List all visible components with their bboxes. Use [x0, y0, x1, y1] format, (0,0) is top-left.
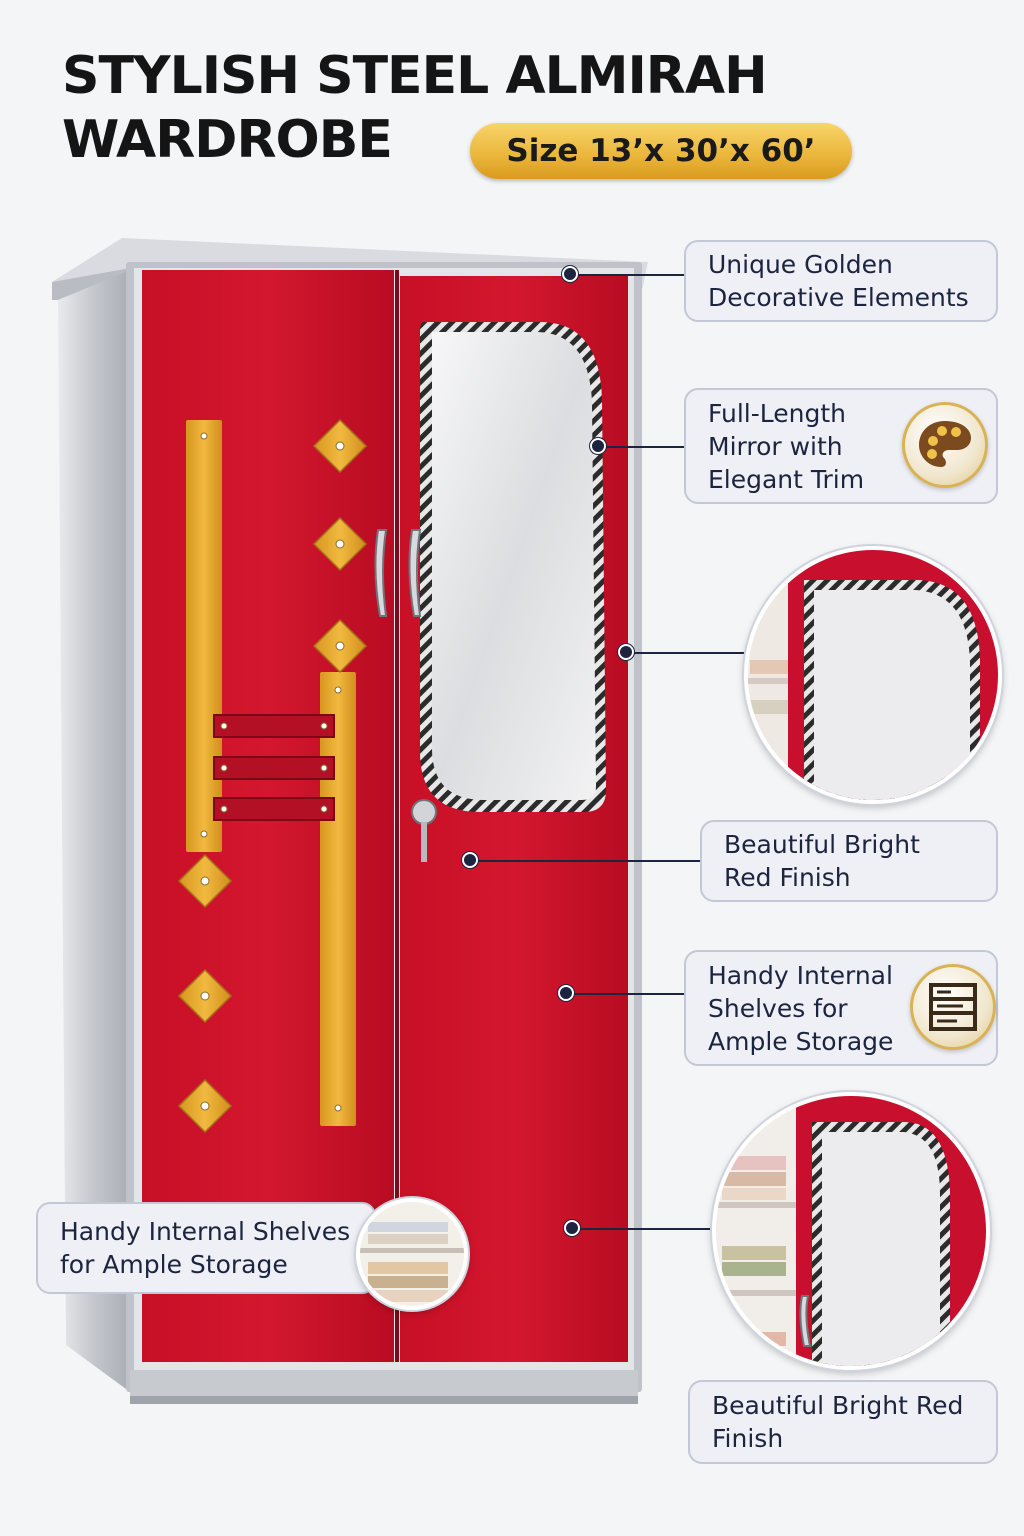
title-line-1: STYLISH STEEL ALMIRAH [62, 46, 768, 106]
callout-text: Handy Internal Shelves for Ample Storage [60, 1217, 351, 1279]
callout-text: Handy Internal Shelves for Ample Storage [708, 960, 894, 1056]
mirror [432, 332, 596, 800]
marker-dot [562, 266, 578, 282]
marker-dot [590, 438, 606, 454]
size-badge: Size 13’x 30’x 60’ [470, 123, 852, 179]
callout-shelves-left: Handy Internal Shelves for Ample Storage [36, 1202, 376, 1294]
marker-dot [462, 852, 478, 868]
marker-dot [564, 1220, 580, 1236]
gold-diamonds [177, 418, 368, 1134]
palette-icon [902, 402, 988, 488]
callout-text: Beautiful Bright Red Finish [712, 1391, 964, 1453]
callout-text: Beautiful Bright Red Finish [724, 830, 920, 892]
marker-dot [618, 644, 634, 660]
shelves-icon [910, 964, 996, 1050]
gold-strap-2 [320, 672, 356, 1126]
zoom-shelves-small [356, 1198, 468, 1310]
callout-golden-elements: Unique Golden Decorative Elements [684, 240, 998, 322]
callout-text: Full-Length Mirror with Elegant Trim [708, 398, 865, 494]
marker-dot [558, 985, 574, 1001]
zoom-mirror-closeup [744, 546, 1002, 804]
title-line-2: WARDROBE [62, 110, 393, 170]
mirror-trim [420, 322, 606, 812]
connector-line [574, 993, 684, 995]
zoom-open-wardrobe [712, 1092, 990, 1370]
door-lock [411, 799, 437, 862]
connector-line [478, 860, 700, 862]
page-title: STYLISH STEEL ALMIRAH WARDROBE [62, 44, 768, 172]
callout-red-finish-bottom: Beautiful Bright Red Finish [688, 1380, 998, 1464]
connector-line [634, 652, 746, 654]
red-bars [213, 714, 335, 821]
gold-strap-1 [186, 420, 222, 852]
connector-line [578, 274, 684, 276]
callout-red-finish: Beautiful Bright Red Finish [700, 820, 998, 902]
door-handles [374, 529, 422, 617]
callout-text: Unique Golden Decorative Elements [708, 250, 969, 312]
connector-line [580, 1228, 714, 1230]
connector-line [606, 446, 684, 448]
wardrobe-top [52, 238, 648, 290]
left-door [142, 270, 394, 1362]
